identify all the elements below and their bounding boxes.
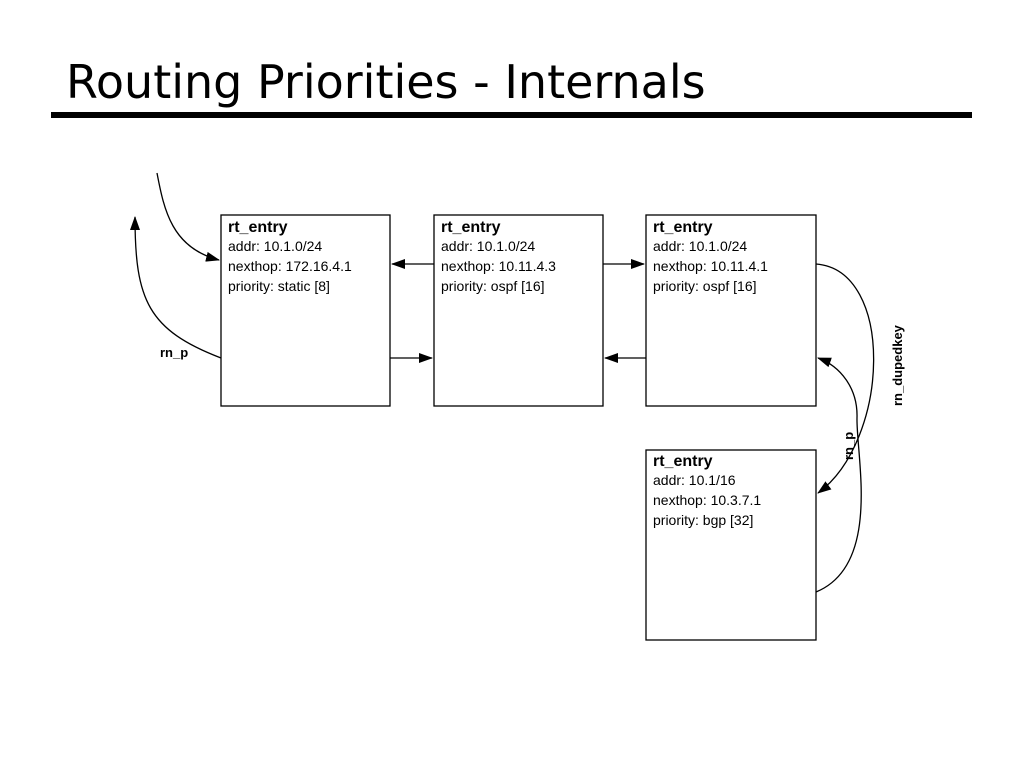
rt-entry-2-priority: priority: ospf [16] — [441, 278, 545, 294]
rn-p-left-label: rn_p — [160, 345, 188, 360]
title-rule — [51, 112, 972, 118]
rt-entry-4-priority: priority: bgp [32] — [653, 512, 753, 528]
rt-entry-4-nexthop: nexthop: 10.3.7.1 — [653, 492, 761, 508]
rt-entry-4-heading: rt_entry — [653, 453, 713, 470]
rt-entry-1-addr: addr: 10.1.0/24 — [228, 238, 322, 254]
rt-entry-3-priority: priority: ospf [16] — [653, 278, 757, 294]
rt-entry-4-addr: addr: 10.1/16 — [653, 472, 736, 488]
rt-entry-4-box — [645, 449, 817, 641]
rn-dupedkey-label: rn_dupedkey — [890, 324, 905, 406]
incoming-pointer-arrow — [156, 172, 220, 262]
rt-entry-2-nexthop: nexthop: 10.11.4.3 — [441, 258, 556, 274]
rn-p-right-arrow — [815, 357, 862, 593]
rt-entry-3-nexthop: nexthop: 10.11.4.1 — [653, 258, 768, 274]
rt-entry-1: rt_entry addr: 10.1.0/24 nexthop: 172.16… — [220, 214, 391, 407]
rn-p-left-arrow — [130, 216, 222, 359]
rt-entry-1-priority: priority: static [8] — [228, 278, 330, 294]
rt-entry-2-heading: rt_entry — [441, 219, 501, 236]
rt-entry-4: rt_entry addr: 10.1/16 nexthop: 10.3.7.1… — [645, 449, 817, 641]
rt-entry-2-addr: addr: 10.1.0/24 — [441, 238, 535, 254]
rt-entry-1-heading: rt_entry — [228, 219, 288, 236]
rt-entry-2-box — [433, 214, 604, 407]
rt-entry-2: rt_entry addr: 10.1.0/24 nexthop: 10.11.… — [433, 214, 604, 407]
rt-entry-3: rt_entry addr: 10.1.0/24 nexthop: 10.11.… — [645, 214, 817, 407]
rn-p-right-label: rn_p — [841, 432, 856, 460]
rt-entry-1-box — [220, 214, 391, 407]
rn-dupedkey-arrow — [815, 263, 875, 494]
rt-entry-3-heading: rt_entry — [653, 219, 713, 236]
slide-title: Routing Priorities - Internals — [66, 55, 706, 109]
rt-entry-3-box — [645, 214, 817, 407]
rt-entry-1-nexthop: nexthop: 172.16.4.1 — [228, 258, 352, 274]
rt-entry-3-addr: addr: 10.1.0/24 — [653, 238, 747, 254]
